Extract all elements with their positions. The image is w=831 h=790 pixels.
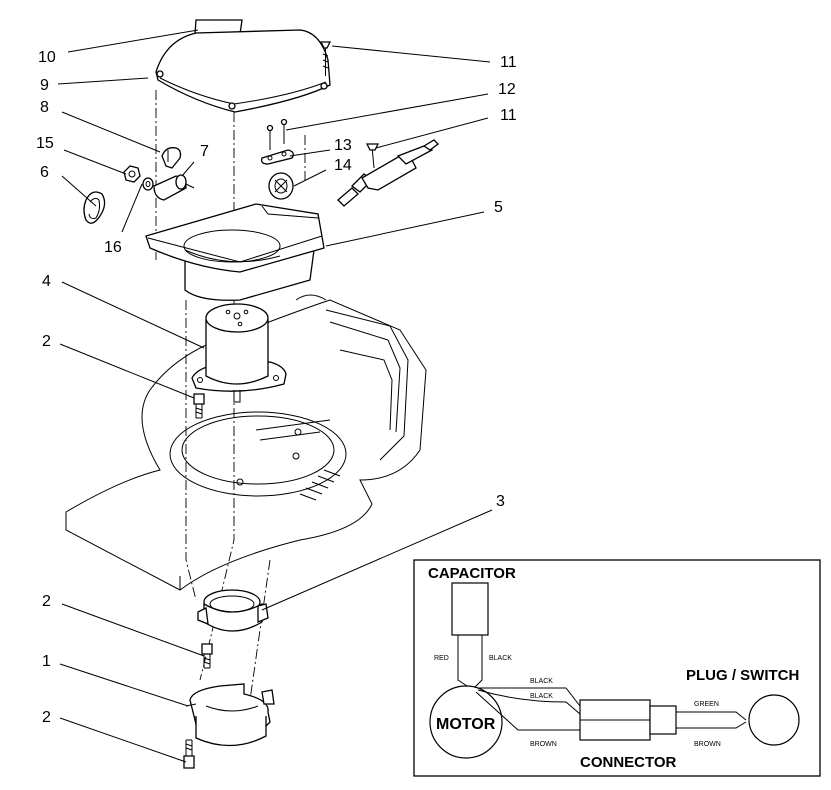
callout-4: 4: [42, 273, 51, 290]
wiring-diagram: CAPACITOR RED BLACK MOTOR BLACK BLACK BR…: [413, 559, 821, 777]
part-strain-relief: [268, 172, 294, 200]
part-top-cover: [155, 29, 331, 113]
part-capacitor: [153, 174, 195, 201]
callout-1: 1: [42, 653, 51, 670]
leader-lines: [57, 29, 493, 763]
callout-2-upper: 2: [42, 333, 51, 350]
callout-15: 15: [36, 135, 54, 152]
callout-16: 16: [104, 239, 122, 256]
callout-9: 9: [40, 77, 49, 94]
part-adapter-ring: [197, 589, 269, 632]
wire-label-black-capacitor: BLACK: [489, 655, 512, 662]
part-small-screws: [266, 118, 288, 150]
motor-circle: [429, 685, 503, 759]
connector-body-right: [649, 705, 677, 735]
part-washer: [142, 177, 154, 191]
connector-label: CONNECTOR: [580, 754, 677, 771]
motor-label: MOTOR: [436, 716, 496, 733]
part-cord-clamp: [260, 149, 294, 165]
assembly-center-lines: [155, 90, 306, 701]
callout-13: 13: [334, 137, 352, 154]
wire-label-black-1: BLACK: [530, 678, 553, 685]
callout-5: 5: [494, 199, 503, 216]
callout-14: 14: [334, 157, 352, 174]
callout-numbers: 10 9 8 15 6 7 16 11 12 11 13 14 5 4 2 3 …: [36, 49, 517, 726]
plug-switch-circle: [748, 694, 800, 746]
part-nut: [123, 165, 141, 183]
capacitor-box: [451, 582, 489, 636]
plug-switch-label: PLUG / SWITCH: [686, 667, 799, 684]
part-motor-housing: [145, 203, 325, 301]
callout-7: 7: [200, 143, 209, 160]
part-motor: [191, 303, 287, 403]
part-retaining-band: [83, 191, 106, 224]
part-mower-deck: [65, 294, 427, 591]
callout-10: 10: [38, 49, 56, 66]
wire-label-brown-left: BROWN: [530, 741, 557, 748]
wire-label-green: GREEN: [694, 701, 719, 708]
part-bolt-middle: [201, 643, 213, 669]
callout-3: 3: [496, 493, 505, 510]
part-bolt-lower: [183, 739, 195, 769]
wire-label-red: RED: [434, 655, 449, 662]
callout-2-middle: 2: [42, 593, 51, 610]
callout-11-right: 11: [500, 107, 517, 124]
part-base-ring: [185, 683, 275, 747]
part-clip: [161, 147, 182, 169]
callout-6: 6: [40, 164, 49, 181]
callout-8: 8: [40, 99, 49, 116]
part-screw-top: [319, 41, 332, 76]
callout-11-top: 11: [500, 54, 517, 71]
part-power-cord: [337, 139, 439, 207]
wire-label-brown-right: BROWN: [694, 741, 721, 748]
capacitor-label: CAPACITOR: [428, 565, 516, 582]
part-bolt-upper: [193, 393, 205, 419]
callout-2-lower: 2: [42, 709, 51, 726]
callout-12: 12: [498, 81, 516, 98]
wire-label-black-2: BLACK: [530, 693, 553, 700]
